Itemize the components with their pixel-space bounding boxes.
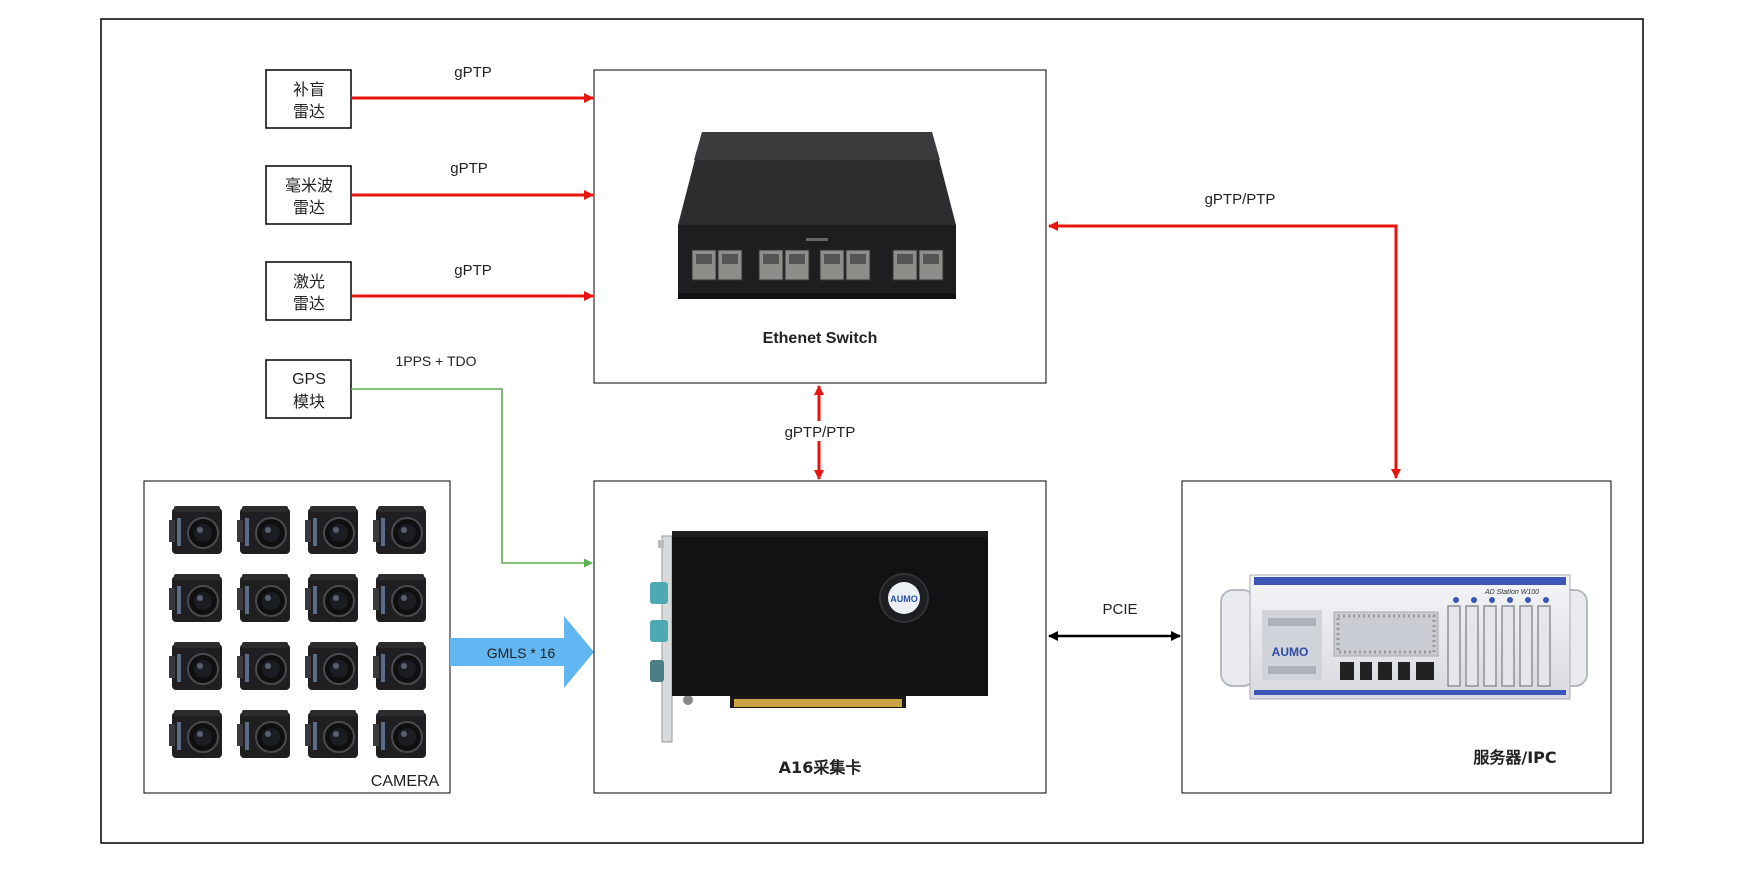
switch-title: Ethenet Switch	[763, 330, 878, 347]
gps-1pps-line	[351, 388, 593, 568]
svg-text:毫米波: 毫米波	[285, 176, 333, 195]
svg-text:模块: 模块	[293, 392, 325, 411]
ethernet-switch-box: Ethenet Switch	[593, 69, 1047, 384]
sensor-mmwave-radar: 毫米波 雷达	[265, 165, 352, 225]
server-title: 服务器/IPC	[1473, 748, 1556, 767]
server-brand: AUMO	[1272, 645, 1309, 659]
pcie-label: PCIE	[1102, 601, 1137, 618]
gptp-label-mmwave: gPTP	[450, 160, 488, 177]
sensor-lidar: 激光 雷达	[265, 261, 352, 321]
svg-text:补盲: 补盲	[293, 80, 325, 99]
card-badge: AUMO	[890, 594, 918, 604]
server-model: AD StatIon W100	[1484, 589, 1539, 596]
svg-text:GPS: GPS	[292, 371, 326, 388]
switch-card-label: gPTP/PTP	[785, 424, 856, 441]
capture-card-box: AUMO A16采集卡	[593, 480, 1047, 794]
gps-link-label: 1PPS + TDO	[395, 353, 476, 369]
svg-text:雷达: 雷达	[293, 294, 325, 313]
camera-title: CAMERA	[371, 773, 440, 790]
camera-group-box: CAMERA	[143, 480, 451, 794]
svg-text:雷达: 雷达	[293, 102, 325, 121]
switch-server-label: gPTP/PTP	[1205, 191, 1276, 208]
gptp-label-lidar: gPTP	[454, 262, 492, 279]
gptp-label-blind: gPTP	[454, 64, 492, 81]
svg-text:激光: 激光	[293, 272, 325, 291]
switch-device-image	[678, 132, 956, 299]
capture-card-image: AUMO	[650, 531, 988, 743]
switch-server-link	[1048, 221, 1401, 479]
svg-text:雷达: 雷达	[293, 198, 325, 217]
gmsl-label: GMLS * 16	[487, 645, 556, 661]
server-box: AD StatIon W100 AUMO	[1181, 480, 1612, 794]
sensor-blind-radar: 补盲 雷达	[265, 69, 352, 129]
server-chassis-image: AD StatIon W100 AUMO	[1220, 574, 1588, 700]
capture-card-title: A16采集卡	[779, 758, 862, 777]
sensor-gps-module: GPS 模块	[265, 359, 352, 419]
outer-frame	[100, 18, 1644, 844]
gmsl-arrow	[450, 616, 594, 688]
